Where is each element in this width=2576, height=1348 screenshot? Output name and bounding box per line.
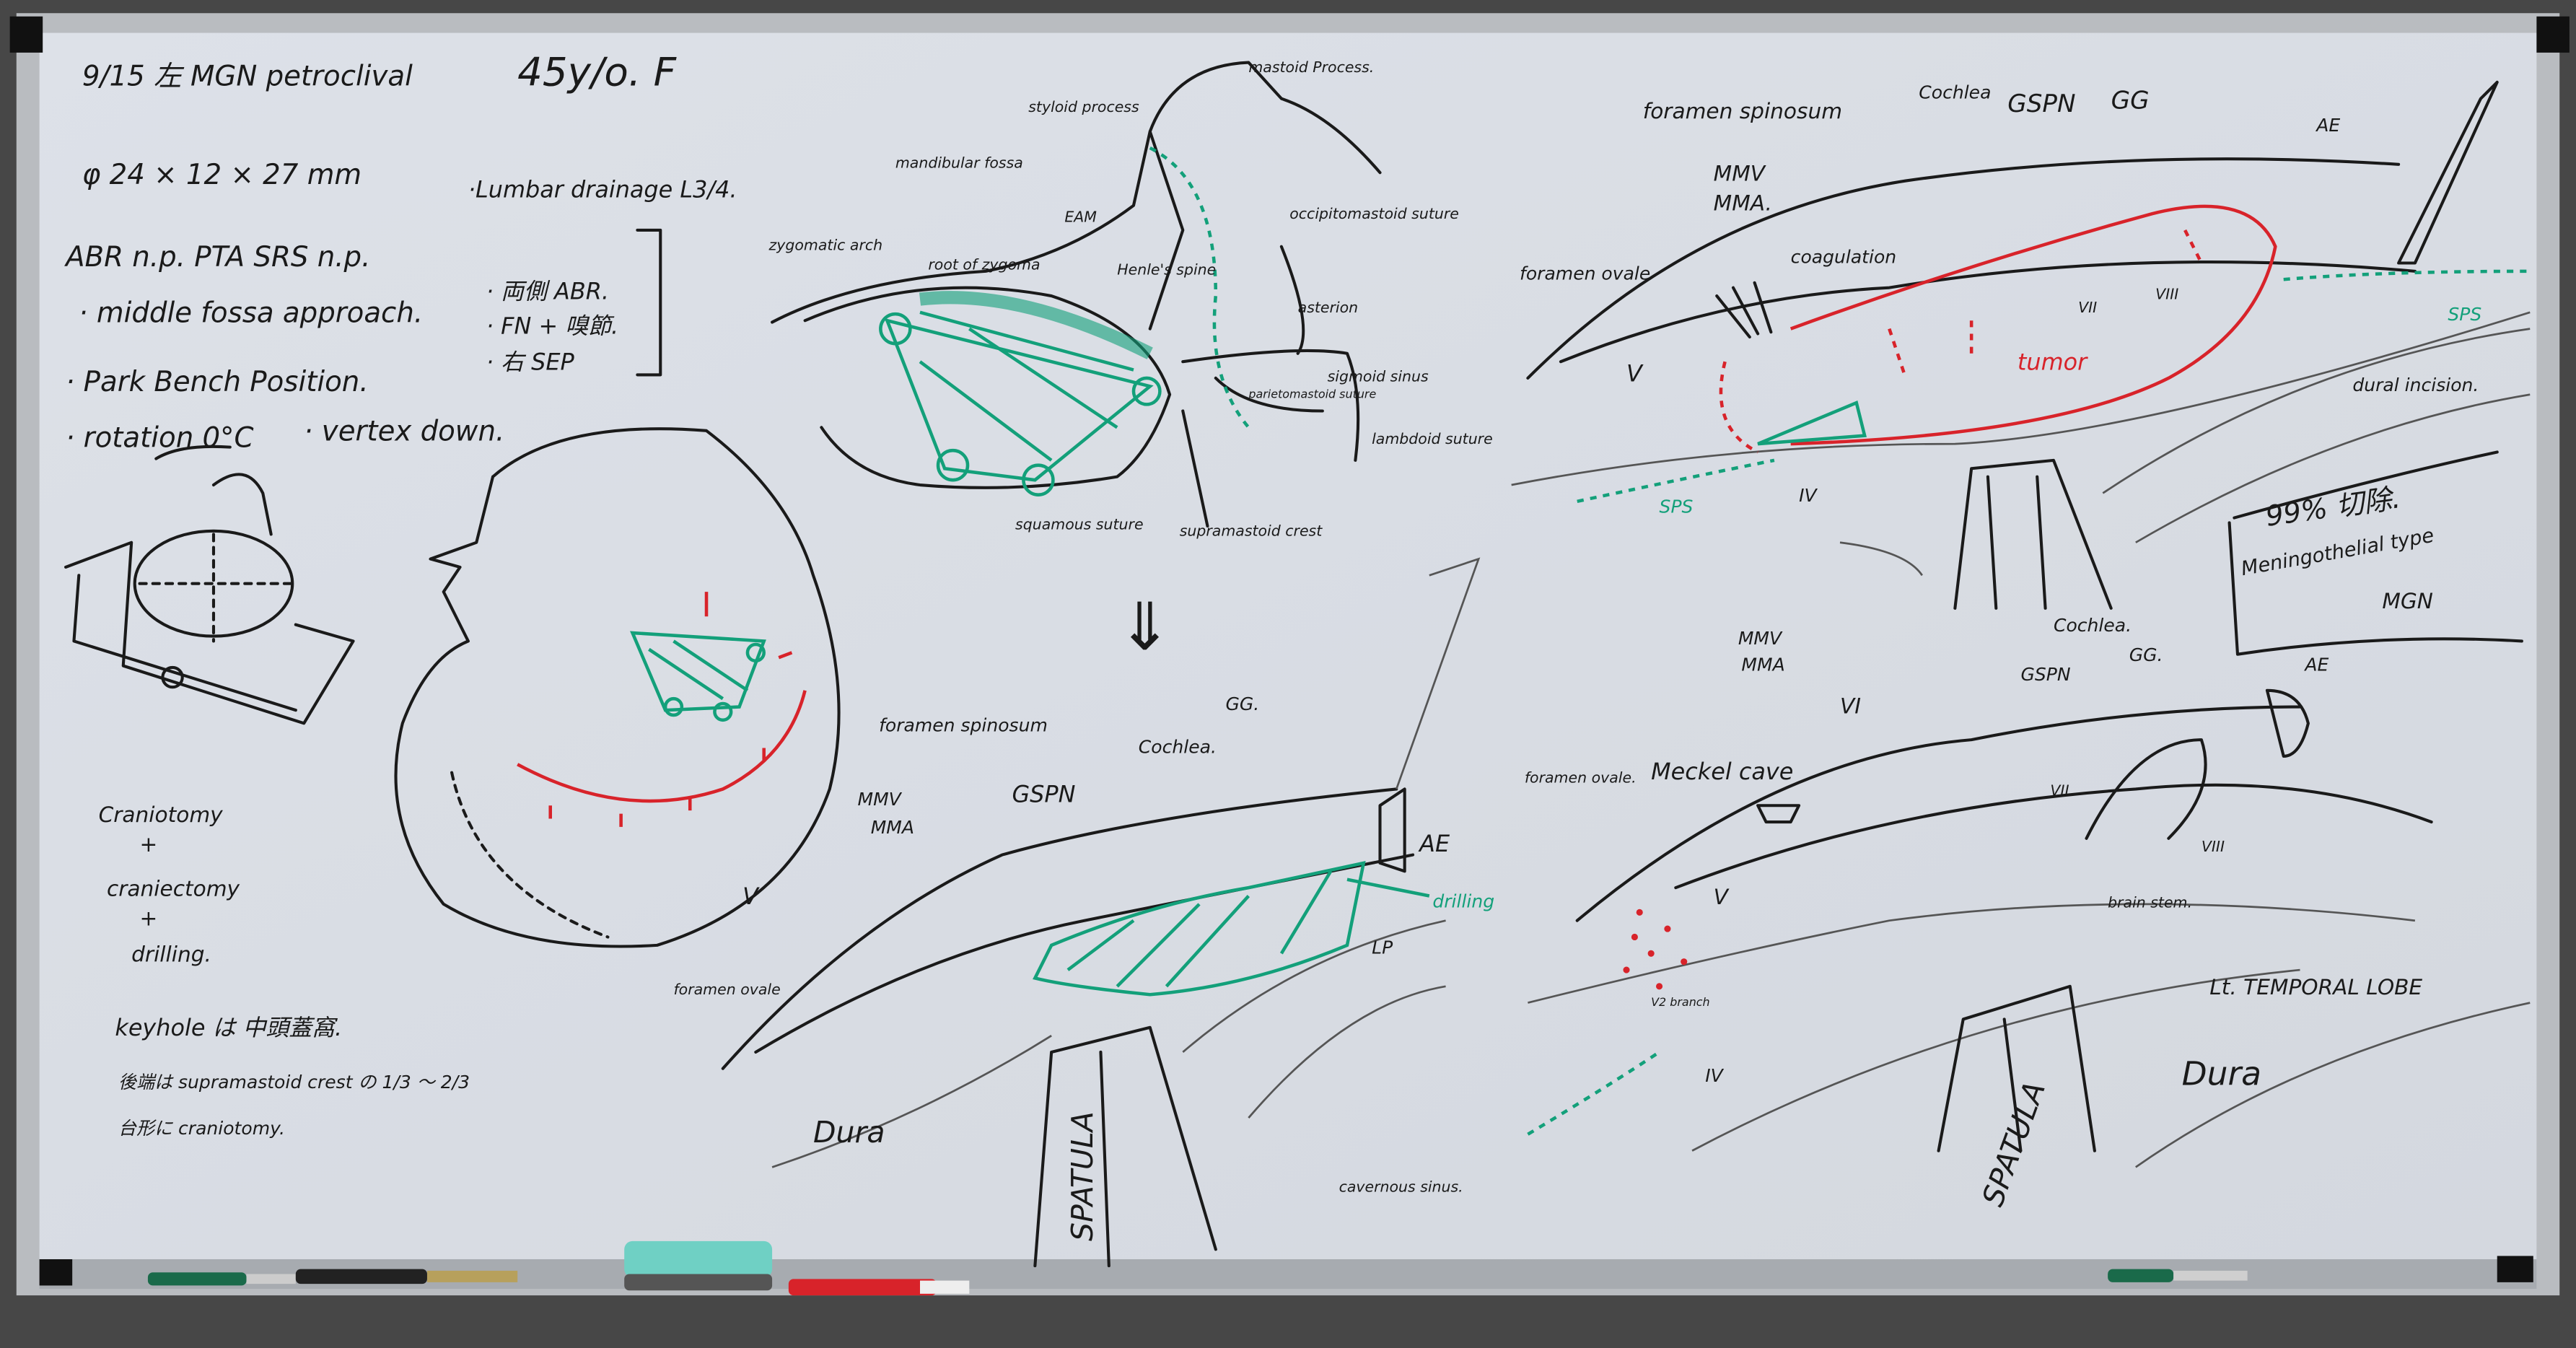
- label-cavernous-sinus: cavernous sinus.: [1339, 1178, 1463, 1196]
- label-cochlea: Cochlea: [1919, 82, 1991, 103]
- note-plus: +: [140, 906, 158, 931]
- note-monitor-fn: · FN + 嗅節.: [486, 312, 618, 339]
- label-ae-2: AE: [1418, 830, 1450, 857]
- label-foramen-ovale-2: foramen ovale: [673, 981, 780, 998]
- label-gg-3: GG.: [2129, 644, 2163, 665]
- label-temporal-lobe: Lt. TEMPORAL LOBE: [2209, 975, 2422, 999]
- label-gspn-3: GSPN: [2020, 664, 2070, 685]
- label-cn-viii-3: VIII: [2202, 838, 2225, 855]
- note-position: · Park Bench Position.: [66, 366, 369, 398]
- label-henles-spine: Henle's spine: [1117, 261, 1216, 278]
- label-root-of-zygoma: root of zygoma: [928, 256, 1040, 273]
- marker-red[interactable]: [788, 1279, 970, 1296]
- label-lambdoid-suture: lambdoid suture: [1372, 430, 1493, 447]
- label-coagulation: coagulation: [1791, 246, 1896, 267]
- label-cn-iv: IV: [1799, 485, 1818, 506]
- operative-view-drilling: [721, 557, 1481, 1268]
- label-squamous-suture: squamous suture: [1015, 516, 1144, 533]
- label-mmv: MMV: [1714, 162, 1766, 186]
- label-tumor: tumor: [2018, 349, 2088, 376]
- note-drilling: drilling.: [131, 942, 211, 967]
- note-posterior-edge: 後端は supramastoid crest の 1/3 〜 2/3: [118, 1072, 470, 1093]
- label-mastoid-process: mastoid Process.: [1248, 58, 1374, 76]
- label-v2-branch: V2 branch: [1651, 995, 1709, 1009]
- label-sigmoid-sinus: sigmoid sinus: [1328, 368, 1429, 385]
- label-mandibular-fossa: mandibular fossa: [895, 154, 1023, 171]
- label-mma: MMA.: [1714, 191, 1772, 216]
- result-diagnosis: MGN: [2382, 589, 2433, 613]
- label-foramen-ovale: foramen ovale: [1520, 263, 1650, 284]
- label-cn-v-3: V: [1714, 885, 1730, 909]
- note-monitor-sep: · 右 SEP: [486, 349, 575, 376]
- label-gspn: GSPN: [2007, 89, 2075, 118]
- label-styloid-process: styloid process: [1028, 98, 1139, 115]
- label-mma-3: MMA: [1741, 654, 1784, 675]
- operative-view-tumor: [1511, 80, 2531, 610]
- note-craniectomy: craniectomy: [107, 877, 240, 901]
- label-cochlea-2: Cochlea.: [1139, 736, 1217, 757]
- marker-black[interactable]: [295, 1269, 518, 1284]
- note-keyhole: keyhole は 中頭蓋窩.: [115, 1014, 342, 1041]
- label-ae-3: AE: [2303, 654, 2329, 675]
- label-drilling: drilling: [1432, 890, 1494, 911]
- temporal-bone-sketch: [771, 61, 1382, 528]
- label-lp: LP: [1372, 937, 1393, 958]
- label-cn-vii: VII: [2078, 299, 2097, 316]
- label-cn-vii-3: VII: [2050, 782, 2069, 800]
- label-cn-v: V: [1626, 359, 1644, 387]
- label-mma-2: MMA: [871, 817, 914, 838]
- label-spatula: SPATULA: [1065, 1111, 1100, 1241]
- label-sps-right: SPS: [2448, 304, 2481, 325]
- label-dura: Dura: [813, 1115, 885, 1150]
- label-foramen-ovale-3: foramen ovale.: [1525, 769, 1637, 786]
- board-surface: [39, 32, 2537, 1266]
- label-asterion: asterion: [1298, 299, 1358, 316]
- label-occipitomastoid-suture: occipitomastoid suture: [1289, 205, 1459, 222]
- note-plus: +: [140, 832, 158, 857]
- label-mmv-2: MMV: [857, 789, 902, 810]
- note-monitor-abr: · 両側 ABR.: [486, 278, 609, 305]
- note-lumbar-drainage: ·Lumbar drainage L3/4.: [468, 175, 737, 203]
- note-craniotomy: Craniotomy: [99, 802, 224, 827]
- label-cn-v-2: V: [742, 883, 760, 910]
- label-parietomastoid-suture: parietomastoid suture: [1248, 387, 1376, 401]
- label-ae: AE: [2315, 115, 2340, 136]
- note-trapezoid: 台形に craniotomy.: [118, 1118, 285, 1139]
- label-cn-iv-3: IV: [1705, 1065, 1724, 1086]
- head-incision-sketch: [394, 427, 841, 948]
- label-gg: GG: [2111, 86, 2150, 115]
- label-foramen-spinosum-2: foramen spinosum: [879, 715, 1048, 736]
- label-brain-stem: brain stem.: [2108, 893, 2192, 911]
- label-supramastoid-crest: supramastoid crest: [1180, 522, 1323, 540]
- label-dural-incision: dural incision.: [2352, 375, 2479, 395]
- patient-position-sketch: [64, 473, 355, 725]
- note-abr-pta: ABR n.p. PTA SRS n.p.: [63, 241, 370, 273]
- marker-green-right[interactable]: [2108, 1269, 2248, 1282]
- label-cn-viii: VIII: [2155, 286, 2178, 303]
- note-tumor-size: φ 24 × 12 × 27 mm: [82, 159, 362, 191]
- note-age-sex: 45y/o. F: [517, 48, 677, 95]
- label-mmv-3: MMV: [1738, 628, 1783, 649]
- note-vertex: · vertex down.: [304, 416, 504, 448]
- note-approach: · middle fossa approach.: [79, 297, 423, 329]
- down-arrow: ⇓: [1117, 589, 1172, 665]
- label-cochlea-3: Cochlea.: [2054, 615, 2132, 636]
- label-meckel-cave: Meckel cave: [1651, 758, 1793, 785]
- label-zygomatic-arch: zygomatic arch: [768, 236, 883, 253]
- label-cn-vi: VI: [1840, 694, 1861, 719]
- label-gspn-2: GSPN: [1012, 781, 1076, 808]
- label-eam: EAM: [1064, 209, 1097, 226]
- operative-view-final: [1527, 688, 2531, 1168]
- label-foramen-spinosum: foramen spinosum: [1643, 99, 1842, 123]
- eraser[interactable]: [624, 1240, 773, 1291]
- note-rotation: · rotation 0°C: [66, 422, 253, 455]
- label-sps-left: SPS: [1660, 496, 1694, 517]
- label-dura-3: Dura: [2182, 1055, 2262, 1093]
- note-date-diagnosis: 9/15 左 MGN petroclival: [82, 60, 413, 92]
- label-gg-2: GG.: [1225, 693, 1259, 714]
- marker-green-left[interactable]: [147, 1272, 296, 1286]
